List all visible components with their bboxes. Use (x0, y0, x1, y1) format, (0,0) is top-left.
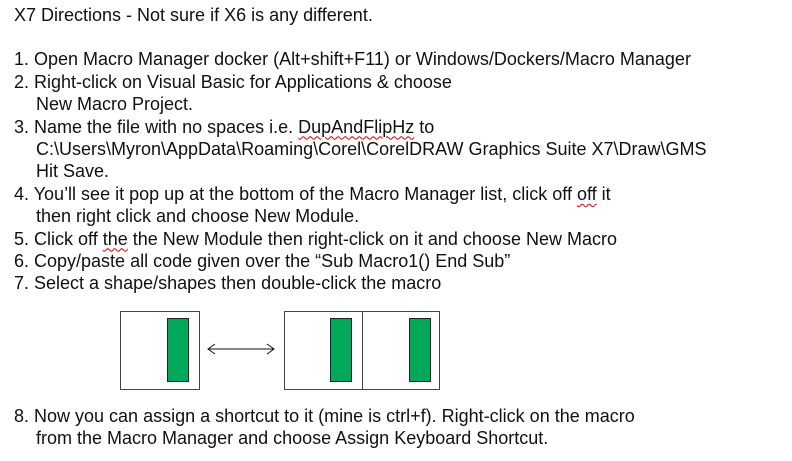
document-title: X7 Directions - Not sure if X6 is any di… (14, 5, 373, 25)
step-5-line-1: 5. Click off the the New Module then rig… (14, 228, 786, 250)
before-after-figure (120, 311, 440, 390)
step-2-line-2: New Macro Project. (36, 94, 194, 115)
step-1-line-1: 1. Open Macro Manager docker (Alt+shift+… (14, 49, 691, 70)
before-frame (120, 311, 200, 390)
document-footer-steps: 8. Now you can assign a shortcut to it (… (14, 405, 786, 450)
step-3-text-end: to (414, 116, 435, 137)
after-frame (284, 311, 440, 390)
step-5-text-end: the New Module then right-click on it an… (127, 228, 617, 249)
step-7-line-1: 7. Select a shape/shapes then double-cli… (14, 273, 442, 294)
step-4-line-2: then right click and choose New Module. (36, 206, 360, 227)
step-4-text-end: it (596, 183, 611, 204)
blank-line (14, 26, 786, 48)
step-5-text: 5. Click off (14, 228, 103, 249)
original-shape (167, 318, 189, 382)
document-body: X7 Directions - Not sure if X6 is any di… (14, 4, 786, 295)
step-8-line-1: 8. Now you can assign a shortcut to it (… (14, 406, 635, 426)
original-shape (330, 318, 352, 382)
step-2-line-1: 2. Right-click on Visual Basic for Appli… (14, 71, 452, 92)
duplicated-flipped-shape (409, 318, 431, 382)
misspelled-word: DupAndFlipHz (298, 116, 415, 137)
step-3-line-2: C:\Users\Myron\AppData\Roaming\Corel\Cor… (36, 139, 707, 160)
step-4-text: 4. You’ll see it pop up at the bottom of… (14, 183, 577, 204)
repeated-word: off (576, 183, 597, 204)
mirror-line (362, 312, 363, 389)
step-8-line-2: from the Macro Manager and choose Assign… (36, 428, 549, 449)
step-3-line-1: 3. Name the file with no spaces i.e. Dup… (14, 116, 786, 138)
step-3-line-3: Hit Save. (36, 161, 110, 182)
repeated-word: the (102, 228, 128, 249)
step-6-line-1: 6. Copy/paste all code given over the “S… (14, 251, 511, 272)
double-arrow-icon (207, 343, 275, 355)
step-3-text: 3. Name the file with no spaces i.e. (14, 116, 299, 137)
step-4-line-1: 4. You’ll see it pop up at the bottom of… (14, 183, 786, 205)
